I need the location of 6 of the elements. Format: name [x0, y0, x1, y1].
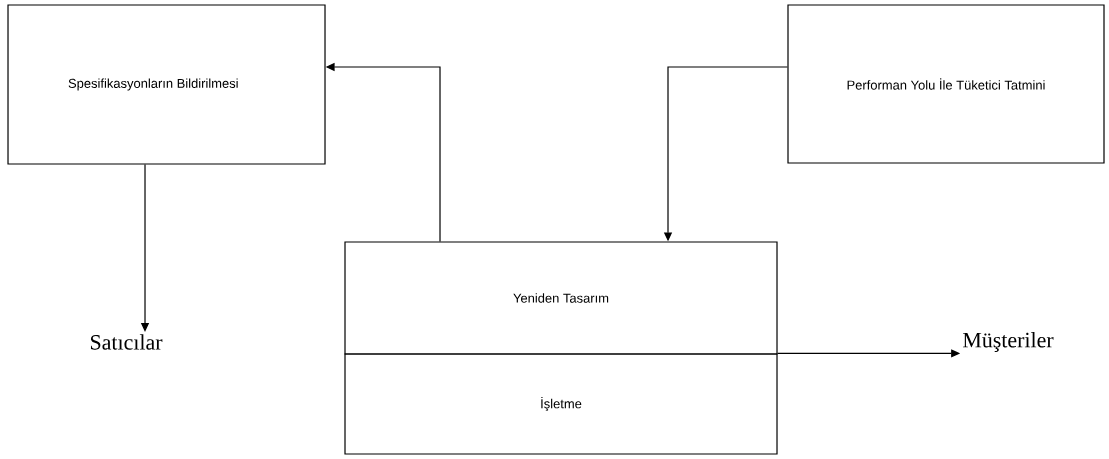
process-box: Performan Yolu İle Tüketici Tatmini	[787, 4, 1105, 164]
text-label: Müşteriler	[963, 332, 1054, 352]
text-label: Satıcılar	[90, 334, 163, 350]
process-box: Spesifikasyonların Bildirilmesi	[7, 4, 326, 165]
process-box: İşletme	[344, 353, 778, 455]
process-box: Yeniden Tasarım	[344, 241, 778, 355]
